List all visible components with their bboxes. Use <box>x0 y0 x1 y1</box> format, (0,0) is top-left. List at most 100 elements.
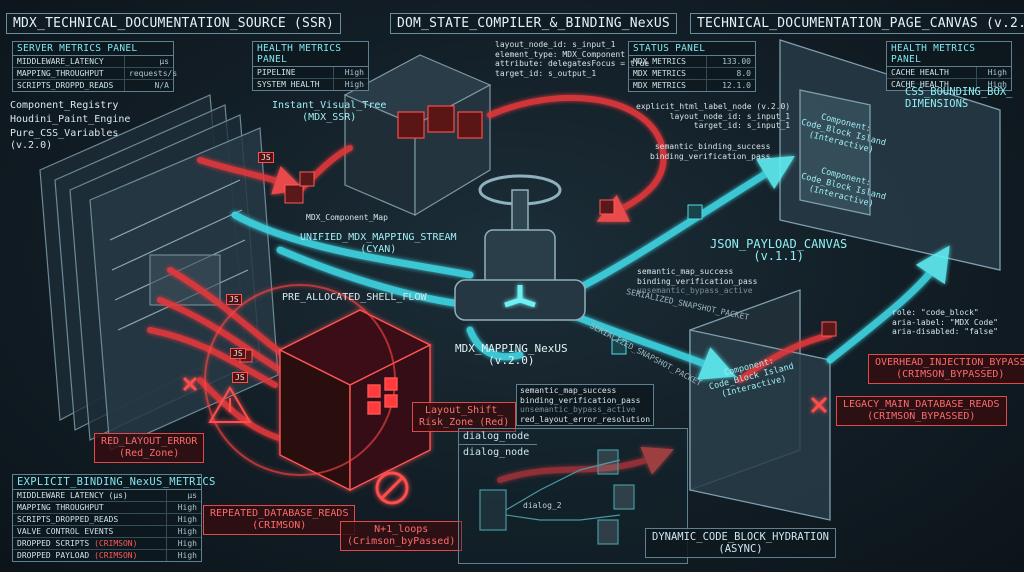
metric-key: MIDDLEWARE_LATENCY <box>17 57 104 66</box>
metric-value: High <box>976 79 1011 90</box>
panel-title: SERVER METRICS PANEL <box>13 42 173 56</box>
metric-key: MDX METRICS <box>633 81 686 90</box>
js-tag: JS <box>226 294 242 305</box>
panel-title: HEALTH METRICS PANEL <box>253 42 368 67</box>
metric-value: 8.0 <box>706 68 755 79</box>
attr-line: aria-label: "MDX Code" <box>892 317 998 327</box>
label-line: UNIFIED_MDX_MAPPING_STREAM <box>300 232 457 243</box>
metric-value: High <box>976 67 1011 78</box>
label-pure-css-version: (v.2.0) <box>10 140 53 151</box>
legacy-main-database-reads: LEGACY_MAIN_DATABASE_READS (CRIMSON_BYPA… <box>836 396 1007 426</box>
repeated-database-reads: REPEATED_DATABASE_READS (CRIMSON) <box>203 505 356 535</box>
packet-cubes-cyan <box>611 204 703 355</box>
label-pure-css: Pure_CSS_Variables <box>10 128 119 139</box>
label-line: DYNAMIC_CODE_BLOCK_HYDRATION <box>652 531 830 543</box>
label-line: MDX_MAPPING_NexUS <box>455 342 568 355</box>
aria-attributes: role: "code_block" aria-label: "MDX Code… <box>892 308 998 337</box>
metric-value: High <box>166 526 201 537</box>
metric-key: MAPPING_THROUGHPUT <box>17 69 104 78</box>
metric-key: DROPPED PAYLOAD <box>17 551 90 560</box>
compiler-attributes: layout_node_id: s_input_1 element_type: … <box>495 40 649 78</box>
label-component-registry: Component_Registry <box>10 100 119 111</box>
panel-title: STATUS PANEL <box>629 42 755 56</box>
label-line: (v.2.0) <box>488 354 535 367</box>
explicit-label-attributes: explicit_html_label_node (v.2.0) layout_… <box>636 102 790 131</box>
metric-value: 12.1.0 <box>706 80 755 91</box>
metric-value: requests/s <box>124 68 177 79</box>
attr-line: element_type: MDX_Component <box>495 49 626 59</box>
title-canvas: TECHNICAL_DOCUMENTATION_PAGE_CANVAS (v.2… <box>690 13 1024 34</box>
metric-key: MIDDLEWARE LATENCY (μs) <box>17 491 128 500</box>
metric-key: SCRIPTS_DROPPD_READS <box>17 81 114 90</box>
json-payload-canvas: JSON_PAYLOAD_CANVAS (v.1.1) <box>710 238 847 262</box>
red-layout-error: RED_LAYOUT_ERROR (Red_Zone) <box>94 433 205 463</box>
prohibited-icon <box>375 471 409 505</box>
js-tag: JS <box>258 152 274 163</box>
dialog-sub-label: dialog_2 <box>523 501 562 510</box>
crimson-tag: (CRIMSON) <box>94 551 138 560</box>
label-mapping-nexus: MDX_MAPPING_NexUS (v.2.0) <box>455 343 568 367</box>
attr-line: layout_node_id: s_input_1 <box>495 40 616 49</box>
n-plus-one-loops: N+1_loops (Crimson_byPassed) <box>340 521 463 551</box>
label-line: (ASYNC) <box>718 543 763 555</box>
label-line: N+1_loops <box>374 524 429 535</box>
metric-key: DROPPED SCRIPTS <box>17 539 90 548</box>
attr-line: binding_verification_pass <box>637 276 758 286</box>
attr-line: aria-disabled: "false" <box>892 327 998 336</box>
js-tag: JS <box>230 348 246 359</box>
label-line: REPEATED_DATABASE_READS <box>210 508 349 519</box>
label-unified-stream: UNIFIED_MDX_MAPPING_STREAM (CYAN) <box>300 232 457 256</box>
crimson-tag: (CRIMSON) <box>94 539 138 548</box>
label-line: (MDX_SSR) <box>302 112 357 123</box>
attr-line: semantic_map_success <box>637 267 734 276</box>
label-line: RED_LAYOUT_ERROR <box>101 436 198 447</box>
label-instant-tree: Instant_Visual_Tree (MDX_SSR) <box>272 100 386 124</box>
metric-key: MDX METRICS <box>633 57 686 66</box>
semantic-top: semantic_binding_success binding_verific… <box>650 142 770 161</box>
label-line: (CRIMSON_BYPASSED) <box>896 369 1005 380</box>
attr-line: binding_verification_pass <box>520 395 641 405</box>
metric-key: VALVE CONTROL EVENTS <box>17 527 114 536</box>
attr-line: semantic_binding_success <box>654 142 771 151</box>
error-x-icon <box>182 376 828 414</box>
metric-key: SYSTEM HEALTH <box>257 80 320 89</box>
css-bounding-box-label: CSS_BOUNDING_BOX_ DIMENSIONS <box>905 86 1012 110</box>
metric-key: PIPELINE HEALTH <box>257 68 296 77</box>
attr-line: red_layout_error_resolution <box>520 414 651 424</box>
metric-key: MDX METRICS <box>633 69 686 78</box>
attr-line: layout_node_id: s_input_1 <box>669 111 791 121</box>
packet-cubes <box>239 171 837 363</box>
dialog-node-inner-label: dialog_node <box>463 447 530 458</box>
label-line: (Crimson_byPassed) <box>347 536 456 547</box>
label-line: Instant_Visual_Tree <box>272 100 387 111</box>
attr-line: target_id: s_input_1 <box>693 121 791 130</box>
label-line: OVERHEAD_INJECTION_BYPASS <box>875 357 1024 368</box>
attr-line: target_id: s_output_1 <box>495 68 597 78</box>
dynamic-hydration: DYNAMIC_CODE_BLOCK_HYDRATION (ASYNC) <box>645 528 837 558</box>
warning-icon <box>208 386 252 423</box>
explicit-binding-metrics-panel: EXPLICIT_BINDING_NexUS_METRICS MIDDLEWAR… <box>12 474 215 562</box>
label-line: (Red_Zone) <box>119 448 180 459</box>
label-line: (v.1.1) <box>753 249 804 263</box>
attr-line: binding_verification_pass <box>650 151 771 161</box>
overhead-injection-bypass: OVERHEAD_INJECTION_BYPASS (CRIMSON_BYPAS… <box>868 354 1024 384</box>
metric-value: High <box>166 514 201 525</box>
label-line: DIMENSIONS <box>905 98 969 110</box>
dialog-tree <box>479 449 635 545</box>
label-line: Layout_Shift_ <box>425 405 504 416</box>
metric-key: SCRIPTS_DROPPED_READS <box>17 515 119 524</box>
label-line: (CRIMSON) <box>252 520 307 531</box>
mapping-valve <box>454 174 586 321</box>
metric-value: μs <box>166 490 201 501</box>
label-preallocated: PRE_ALLOCATED_SHELL_FLOW <box>282 292 427 303</box>
metric-key: MAPPING THROUGHPUT (requests/s) <box>17 503 104 512</box>
attr-line: unsemantic_bypass_active <box>520 405 636 414</box>
health-metrics-panel-left: HEALTH METRICS PANEL PIPELINE HEALTHHigh… <box>252 41 369 91</box>
label-line: Risk_Zone (Red) <box>419 417 510 428</box>
label-houdini: Houdini_Paint_Engine <box>10 114 131 125</box>
layout-shift-risk-zone: Layout_Shift_ Risk_Zone (Red) <box>412 402 517 432</box>
label-line: (CRIMSON_BYPASSED) <box>867 411 976 422</box>
